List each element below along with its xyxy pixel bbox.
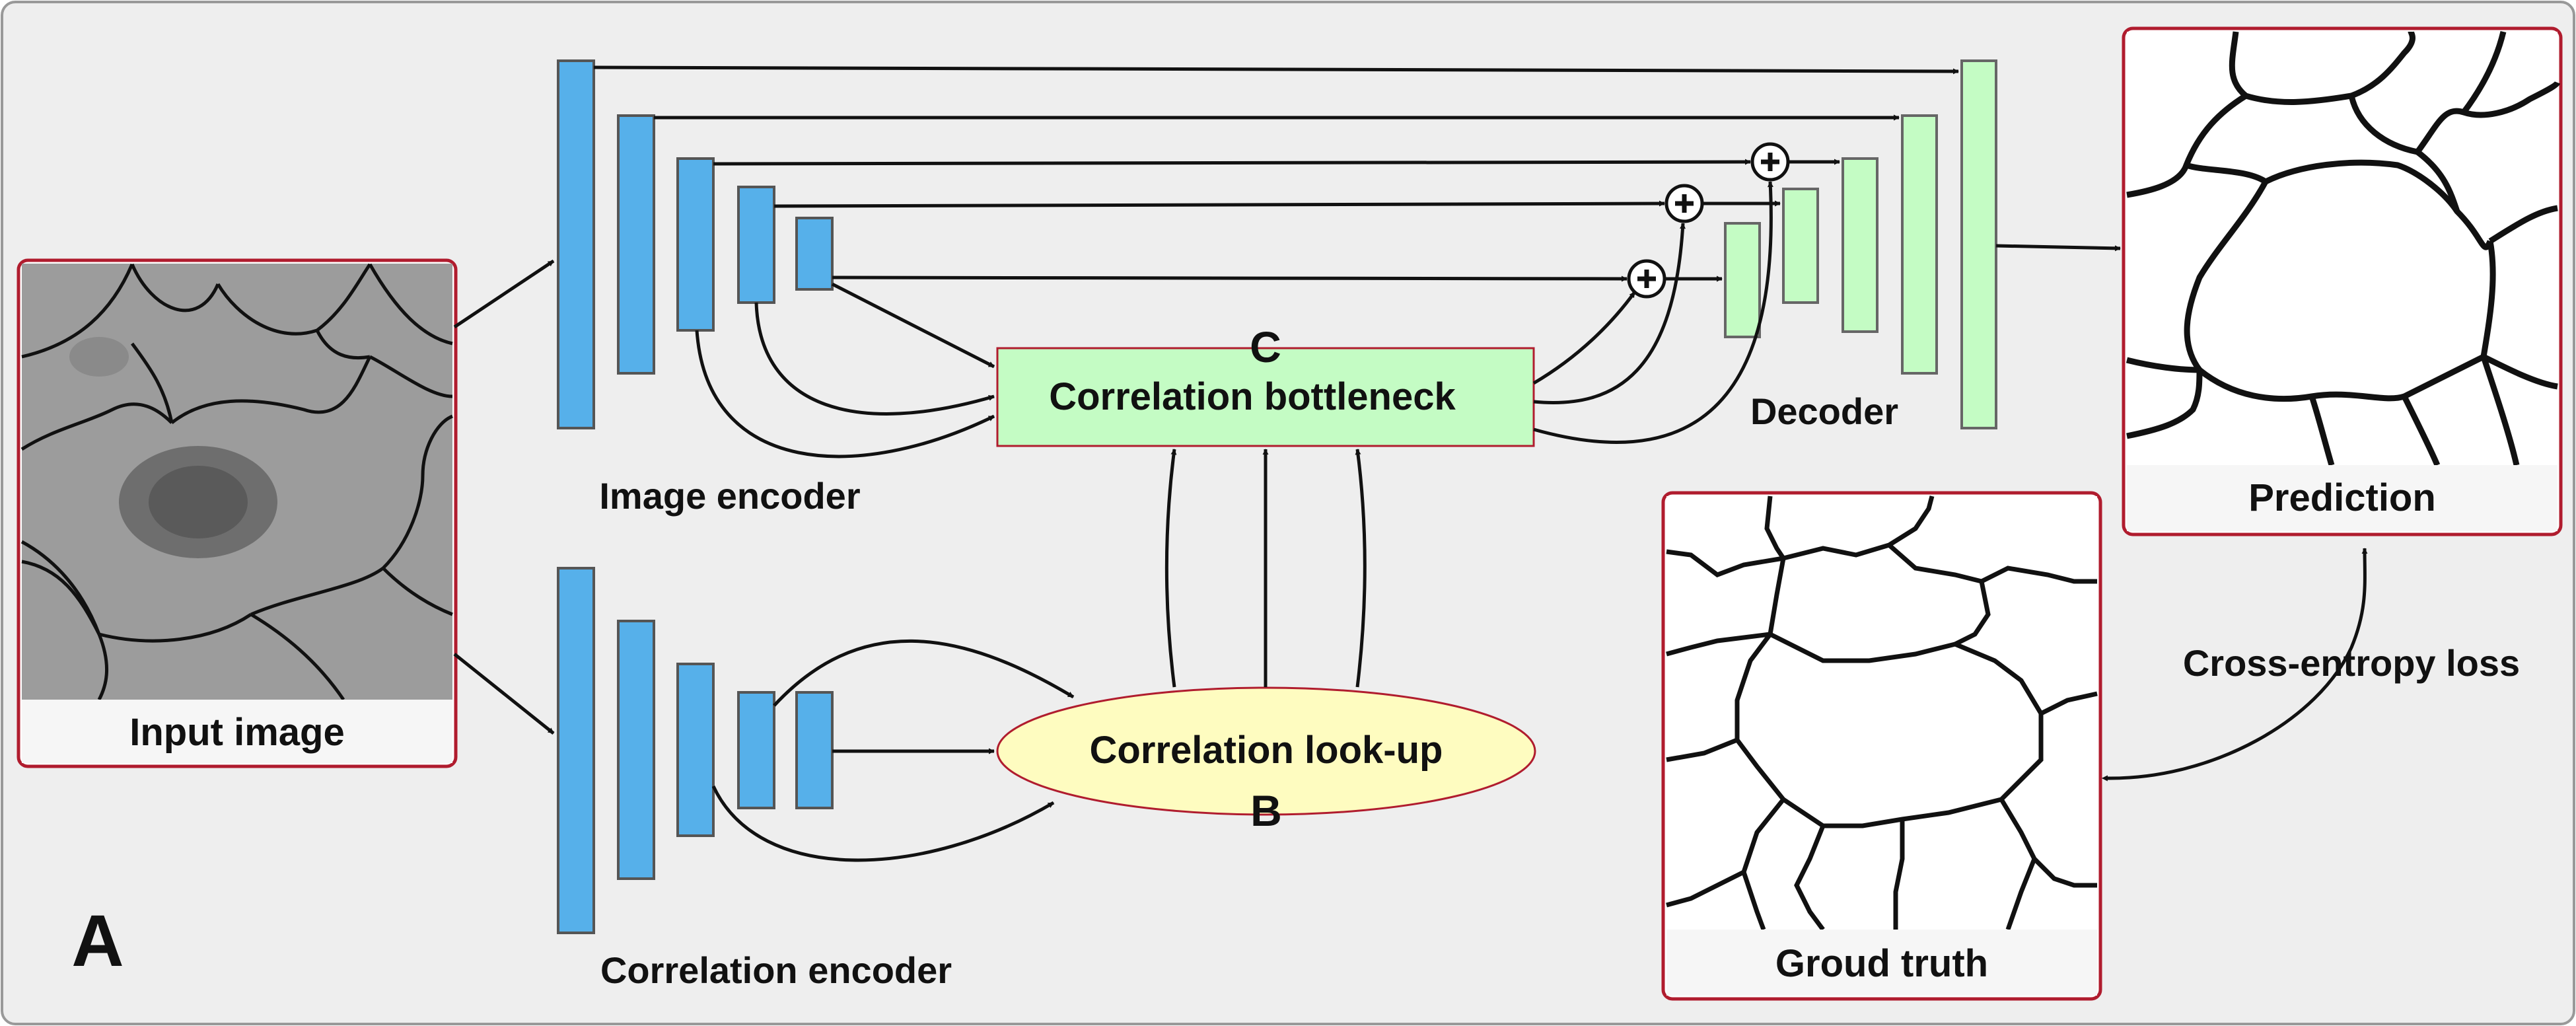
ground-truth-frame: Groud truth	[1661, 491, 2102, 1001]
arrow-lookup-to-bottleneck-left	[1164, 449, 1177, 688]
arrow-cenc4-to-lookup	[773, 639, 1075, 707]
arrow-bottleneck-to-sum3	[1533, 181, 1773, 445]
arrow-lookup-to-bottleneck-right	[1355, 449, 1367, 688]
input-image-caption: Input image	[129, 711, 344, 754]
skip-enc3	[713, 159, 1751, 166]
sum-node-1	[1627, 259, 1666, 299]
skip-enc5	[832, 275, 1628, 282]
correlation-lookup: Correlation look-up	[996, 686, 1536, 816]
image-encoder-label: Image encoder	[599, 475, 860, 517]
correlation-encoder	[557, 567, 834, 934]
skip-enc4	[773, 200, 1665, 208]
ground-truth-caption: Groud truth	[1775, 942, 1988, 985]
skip-enc1	[593, 65, 1959, 75]
correlation-encoder-label: Correlation encoder	[600, 949, 952, 991]
correlation-bottleneck: Correlation bottleneck	[996, 347, 1535, 447]
lookup-marker: B	[1250, 786, 1282, 835]
sum-node-3	[1750, 142, 1790, 182]
bottleneck-marker: C	[1250, 322, 1281, 371]
image-encoder	[557, 59, 834, 429]
arrow-cenc3-to-lookup	[711, 785, 1055, 862]
prediction-caption: Prediction	[2248, 476, 2436, 519]
sum-node-2	[1664, 184, 1704, 223]
prediction-frame: Prediction	[2122, 26, 2563, 536]
arrow-cross-entropy-loss	[2101, 548, 2368, 782]
decoder-label: Decoder	[1750, 390, 1898, 432]
arrow-decoder-to-prediction	[1995, 244, 2121, 252]
arrow-enc4-to-bottleneck	[754, 302, 995, 416]
panel-label: A	[71, 900, 124, 982]
arrow-bottleneck-to-sum2	[1533, 223, 1686, 404]
input-image-frame: Input image	[17, 258, 458, 768]
arrow-enc5-to-bottleneck	[831, 282, 995, 369]
arrow-enc3-to-bottleneck	[695, 330, 995, 458]
arrow-input-to-image-encoder	[453, 259, 555, 329]
arrow-input-to-correlation-encoder	[453, 653, 555, 735]
decoder	[1724, 59, 1997, 429]
loss-label: Cross-entropy loss	[2183, 642, 2520, 684]
correlation-bottleneck-label: Correlation bottleneck	[1049, 375, 1456, 418]
arrow-bottleneck-to-sum1	[1532, 291, 1637, 385]
correlation-lookup-label: Correlation look-up	[1090, 729, 1443, 772]
